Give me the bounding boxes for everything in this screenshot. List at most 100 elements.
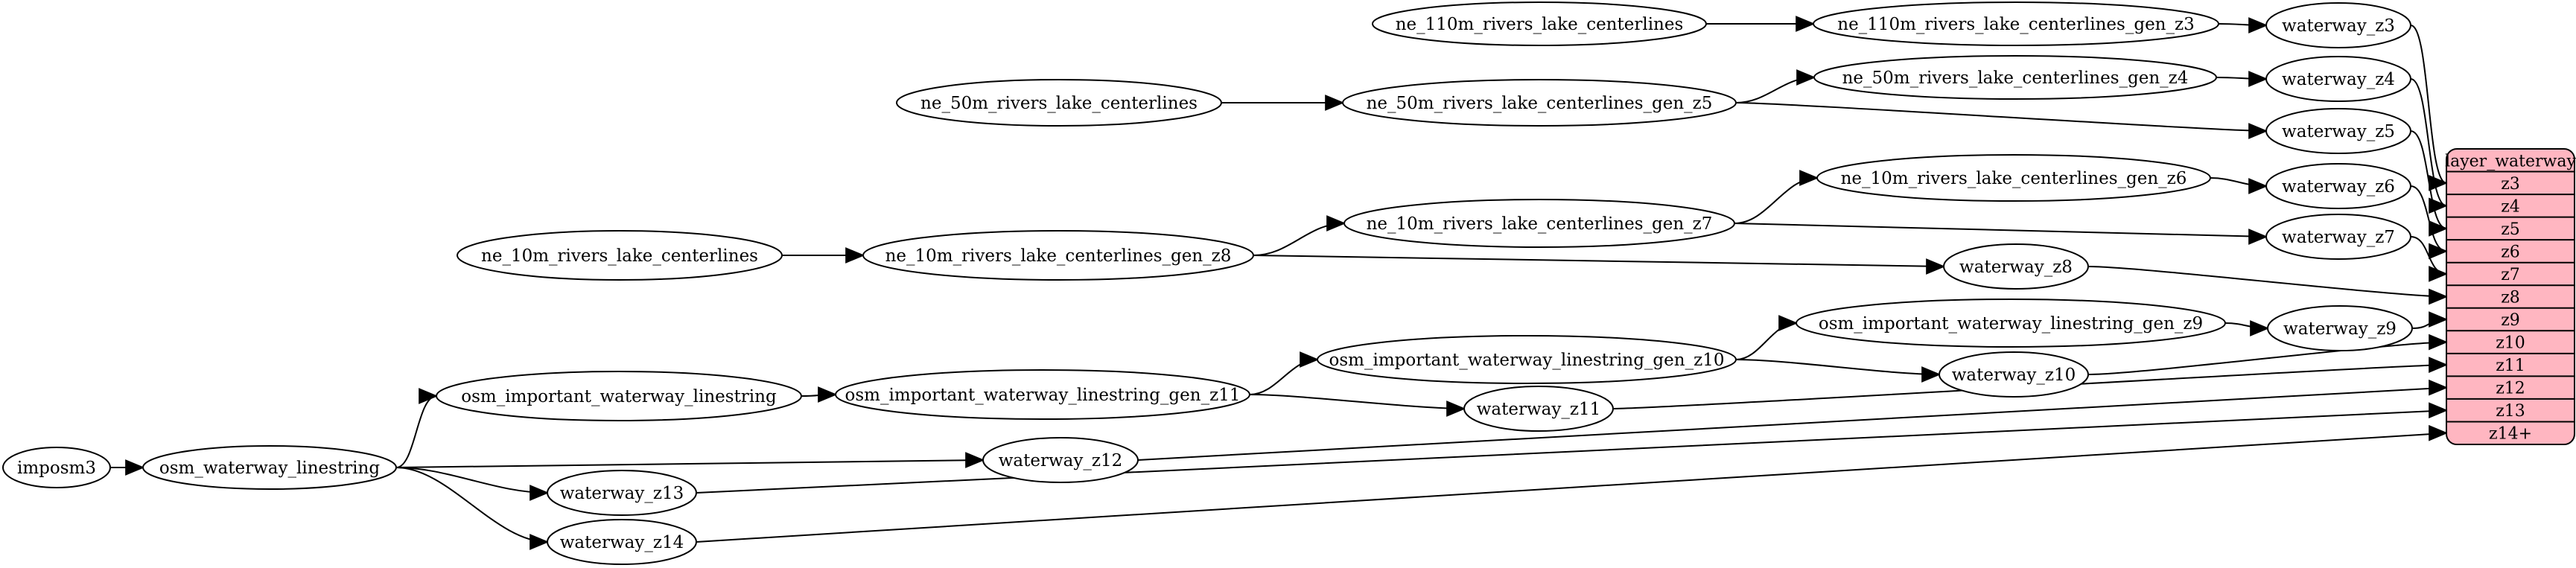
node-waterway_z14: waterway_z14 <box>547 519 697 565</box>
node-shape-ne_110m_rivers_lake_centerlines <box>1372 1 1707 46</box>
record-row-z8: z8 <box>2501 289 2520 307</box>
edge-waterway_z4-to-layer_waterway-z4 <box>2410 78 2449 214</box>
node-label-waterway_z11: waterway_z11 <box>1477 400 1601 419</box>
node-shape-ne_50m_rivers_lake_centerlines <box>896 79 1222 127</box>
node-label-waterway_z6: waterway_z6 <box>2282 177 2395 197</box>
node-label-ne_50m_rivers_lake_centerlines_gen_z5: ne_50m_rivers_lake_centerlines_gen_z5 <box>1367 94 1713 113</box>
node-label-waterway_z3: waterway_z3 <box>2282 16 2395 36</box>
edge-osm_waterway_linestring-to-waterway_z14 <box>395 467 550 550</box>
node-waterway_z9: waterway_z9 <box>2267 305 2413 351</box>
node-label-ne_50m_rivers_lake_centerlines_gen_z4: ne_50m_rivers_lake_centerlines_gen_z4 <box>1842 68 2189 88</box>
node-shape-waterway_z3 <box>2265 2 2411 48</box>
edge-ne_10m_rivers_lake_centerlines_gen_z7-to-ne_10m_rivers_lake_centerlines_gen_z6 <box>1734 170 1819 224</box>
node-ne_110m_rivers_lake_centerlines_gen_z3: ne_110m_rivers_lake_centerlines_gen_z3 <box>1813 1 2219 46</box>
node-label-osm_important_waterway_linestring_gen_z9: osm_important_waterway_linestring_gen_z9 <box>1819 314 2203 334</box>
record-row-z5: z5 <box>2501 220 2520 239</box>
node-shape-ne_10m_rivers_lake_centerlines <box>457 230 783 281</box>
record-title: layer_waterway <box>2445 152 2576 170</box>
node-waterway_z4: waterway_z4 <box>2265 56 2411 102</box>
edge-osm_important_waterway_linestring_gen_z9-to-waterway_z9 <box>2224 320 2270 336</box>
node-shape-waterway_z11 <box>1463 386 1614 432</box>
node-shape-osm_important_waterway_linestring_gen_z9 <box>1796 299 2226 348</box>
node-label-ne_10m_rivers_lake_centerlines_gen_z7: ne_10m_rivers_lake_centerlines_gen_z7 <box>1367 214 1713 234</box>
node-waterway_z3: waterway_z3 <box>2265 2 2411 48</box>
edge-osm_waterway_linestring-to-waterway_z12 <box>395 452 985 468</box>
edge-waterway_z12-to-layer_waterway-z12 <box>1137 379 2449 461</box>
node-waterway_z11: waterway_z11 <box>1463 386 1614 432</box>
record-row-z10: z10 <box>2496 334 2525 353</box>
node-waterway_z5: waterway_z5 <box>2265 108 2411 154</box>
edge-osm_waterway_linestring-to-waterway_z13 <box>395 467 550 501</box>
edge-osm_important_waterway_linestring_gen_z11-to-waterway_z11 <box>1249 394 1466 417</box>
node-shape-waterway_z9 <box>2267 305 2413 351</box>
edge-ne_50m_rivers_lake_centerlines_gen_z4-to-waterway_z4 <box>2216 71 2268 87</box>
node-ne_10m_rivers_lake_centerlines_gen_z6: ne_10m_rivers_lake_centerlines_gen_z6 <box>1816 154 2211 202</box>
node-ne_50m_rivers_lake_centerlines_gen_z5: ne_50m_rivers_lake_centerlines_gen_z5 <box>1342 79 1737 127</box>
node-label-waterway_z8: waterway_z8 <box>1959 258 2073 277</box>
node-ne_50m_rivers_lake_centerlines: ne_50m_rivers_lake_centerlines <box>896 79 1222 127</box>
node-shape-waterway_z12 <box>982 437 1139 483</box>
node-shape-waterway_z4 <box>2265 56 2411 102</box>
edge-osm_waterway_linestring-to-osm_important_waterway_linestring <box>395 388 439 468</box>
node-ne_10m_rivers_lake_centerlines: ne_10m_rivers_lake_centerlines <box>457 230 783 281</box>
edge-osm_important_waterway_linestring_gen_z10-to-osm_important_waterway_linestring_gen_z9 <box>1735 315 1799 360</box>
node-shape-waterway_z14 <box>547 519 697 565</box>
record-row-z13: z13 <box>2496 402 2525 421</box>
node-label-ne_10m_rivers_lake_centerlines: ne_10m_rivers_lake_centerlines <box>481 246 758 266</box>
node-osm_waterway_linestring: osm_waterway_linestring <box>142 445 397 490</box>
edge-ne_50m_rivers_lake_centerlines_gen_z5-to-ne_50m_rivers_lake_centerlines_gen_z4 <box>1735 69 1816 103</box>
record-row-z11: z11 <box>2496 357 2525 375</box>
node-shape-waterway_z10 <box>1939 351 2089 398</box>
node-waterway_z12: waterway_z12 <box>982 437 1139 483</box>
edge-osm_important_waterway_linestring_gen_z11-to-osm_important_waterway_linestring_gen_z10 <box>1249 351 1320 395</box>
edge-waterway_z13-to-layer_waterway-z13 <box>696 402 2449 494</box>
node-label-waterway_z10: waterway_z10 <box>1952 366 2076 385</box>
edge-waterway_z10-to-layer_waterway-z10 <box>2087 334 2449 375</box>
edge-waterway_z7-to-layer_waterway-z7 <box>2410 236 2449 282</box>
node-label-waterway_z9: waterway_z9 <box>2283 319 2397 339</box>
node-shape-waterway_z8 <box>1943 243 2089 290</box>
node-label-osm_important_waterway_linestring: osm_important_waterway_linestring <box>461 387 777 406</box>
node-shape-ne_50m_rivers_lake_centerlines_gen_z4 <box>1813 55 2217 100</box>
node-shape-waterway_z7 <box>2265 214 2411 260</box>
edge-ne_10m_rivers_lake_centerlines_gen_z7-to-waterway_z7 <box>1734 223 2268 245</box>
record-row-z7: z7 <box>2501 266 2520 284</box>
node-ne_10m_rivers_lake_centerlines_gen_z7: ne_10m_rivers_lake_centerlines_gen_z7 <box>1343 199 1735 248</box>
node-label-ne_50m_rivers_lake_centerlines: ne_50m_rivers_lake_centerlines <box>920 94 1198 113</box>
record-row-z4: z4 <box>2501 197 2520 216</box>
record-row-z9: z9 <box>2501 311 2520 330</box>
node-label-waterway_z13: waterway_z13 <box>560 484 684 503</box>
node-label-waterway_z7: waterway_z7 <box>2282 228 2395 247</box>
node-osm_important_waterway_linestring: osm_important_waterway_linestring <box>436 371 802 421</box>
node-label-osm_important_waterway_linestring_gen_z10: osm_important_waterway_linestring_gen_z1… <box>1329 351 1725 370</box>
node-osm_important_waterway_linestring_gen_z10: osm_important_waterway_linestring_gen_z1… <box>1317 335 1737 384</box>
node-ne_10m_rivers_lake_centerlines_gen_z8: ne_10m_rivers_lake_centerlines_gen_z8 <box>862 230 1254 281</box>
edge-ne_110m_rivers_lake_centerlines_gen_z3-to-waterway_z3 <box>2218 17 2268 33</box>
node-label-waterway_z5: waterway_z5 <box>2282 122 2395 141</box>
node-ne_50m_rivers_lake_centerlines_gen_z4: ne_50m_rivers_lake_centerlines_gen_z4 <box>1813 55 2217 100</box>
node-label-ne_10m_rivers_lake_centerlines_gen_z6: ne_10m_rivers_lake_centerlines_gen_z6 <box>1841 169 2187 188</box>
node-label-waterway_z14: waterway_z14 <box>560 533 684 552</box>
node-label-osm_waterway_linestring: osm_waterway_linestring <box>159 459 380 478</box>
edge-waterway_z6-to-layer_waterway-z6 <box>2410 185 2449 260</box>
node-waterway_z6: waterway_z6 <box>2265 163 2411 209</box>
edge-ne_50m_rivers_lake_centerlines_gen_z5-to-waterway_z5 <box>1735 102 2268 139</box>
node-shape-imposm3 <box>2 447 111 488</box>
edge-ne_10m_rivers_lake_centerlines_gen_z8-to-ne_10m_rivers_lake_centerlines_gen_z7 <box>1253 215 1346 256</box>
node-label-ne_110m_rivers_lake_centerlines_gen_z3: ne_110m_rivers_lake_centerlines_gen_z3 <box>1837 15 2195 34</box>
node-shape-osm_important_waterway_linestring_gen_z10 <box>1317 335 1737 384</box>
node-waterway_z8: waterway_z8 <box>1943 243 2089 290</box>
node-shape-osm_important_waterway_linestring <box>436 371 802 421</box>
node-label-imposm3: imposm3 <box>17 459 96 478</box>
node-label-ne_110m_rivers_lake_centerlines: ne_110m_rivers_lake_centerlines <box>1396 15 1684 34</box>
record-row-z6: z6 <box>2501 243 2520 261</box>
node-shape-osm_important_waterway_linestring_gen_z11 <box>835 369 1250 420</box>
edge-ne_10m_rivers_lake_centerlines_gen_z8-to-waterway_z8 <box>1253 255 1946 275</box>
edge-waterway_z14-to-layer_waterway-z14+ <box>696 424 2449 543</box>
edge-osm_important_waterway_linestring_gen_z10-to-waterway_z10 <box>1735 359 1941 383</box>
record-layer_waterway: layer_waterwayz3z4z5z6z7z8z9z10z11z12z13… <box>2445 148 2576 445</box>
node-label-ne_10m_rivers_lake_centerlines_gen_z8: ne_10m_rivers_lake_centerlines_gen_z8 <box>885 246 1232 266</box>
node-waterway_z7: waterway_z7 <box>2265 214 2411 260</box>
edge-waterway_z9-to-layer_waterway-z9 <box>2411 311 2449 329</box>
node-shape-ne_10m_rivers_lake_centerlines_gen_z8 <box>862 230 1254 281</box>
